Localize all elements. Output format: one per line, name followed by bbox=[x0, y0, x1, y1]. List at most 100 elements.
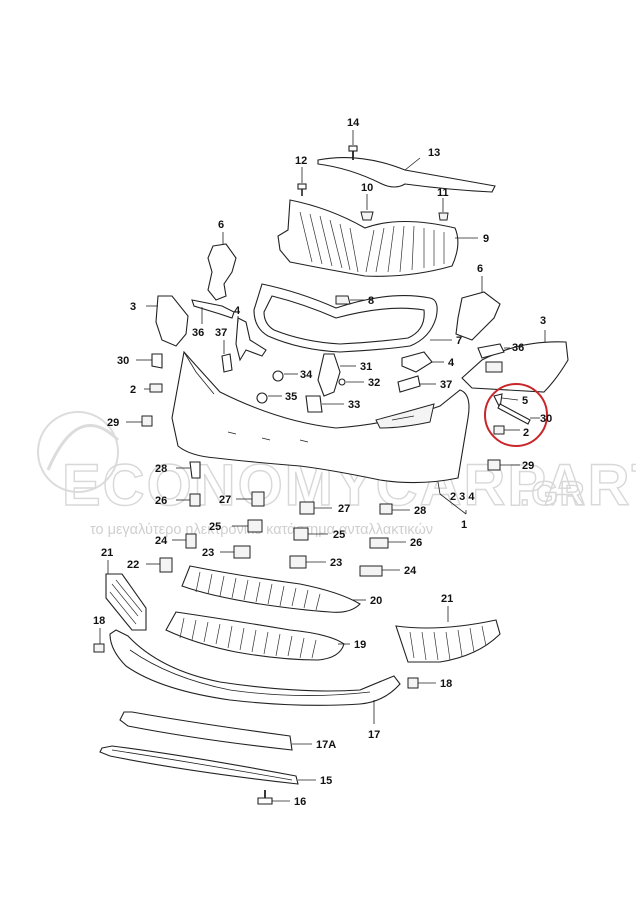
label-28b: 28 bbox=[414, 505, 426, 517]
part-23-left-clip: 23 bbox=[202, 545, 251, 559]
label-9: 9 bbox=[483, 233, 489, 245]
label-2a: 2 bbox=[130, 384, 136, 396]
part-35-clip: 35 bbox=[256, 391, 297, 404]
label-21a: 21 bbox=[101, 547, 113, 559]
label-11: 11 bbox=[437, 187, 449, 199]
part-8-clip: 8 bbox=[335, 295, 374, 307]
part-12-clip: 12 bbox=[295, 155, 307, 196]
label-28a: 28 bbox=[155, 463, 167, 475]
label-36a: 36 bbox=[192, 327, 204, 339]
part-25-right-clip: 25 bbox=[293, 527, 345, 541]
label-27a: 27 bbox=[219, 494, 231, 506]
label-37a: 37 bbox=[215, 327, 227, 339]
label-23a: 23 bbox=[202, 547, 214, 559]
label-36b: 36 bbox=[512, 342, 524, 354]
part-16-screw: 16 bbox=[257, 790, 306, 808]
part-4-left-bracket: 4 bbox=[234, 305, 267, 362]
part-37-left-clip: 37 bbox=[215, 327, 233, 373]
part-2-left-clip: 2 bbox=[130, 383, 163, 396]
part-21-left-fog-grille: 21 bbox=[101, 547, 147, 631]
label-10: 10 bbox=[361, 182, 373, 194]
part-36-left-bracket: 36 bbox=[191, 299, 235, 339]
part-27-right-clip: 27 bbox=[299, 501, 350, 515]
part-17-spoiler: 17 bbox=[109, 629, 401, 741]
part-28-left-clip: 28 bbox=[155, 461, 201, 479]
label-37b: 37 bbox=[440, 379, 452, 391]
part-37-right-clip: 37 bbox=[397, 375, 452, 393]
highlight-circle bbox=[484, 383, 548, 447]
label-30b: 30 bbox=[540, 413, 552, 425]
label-3b: 3 bbox=[540, 315, 546, 327]
label-26a: 26 bbox=[155, 495, 167, 507]
part-27-left-clip: 27 bbox=[219, 491, 265, 507]
part-19-lower-grille: 19 bbox=[165, 611, 366, 661]
label-24b: 24 bbox=[404, 565, 417, 577]
part-32-screw: 32 bbox=[338, 377, 380, 389]
label-4a: 4 bbox=[234, 305, 241, 317]
label-18a: 18 bbox=[93, 615, 105, 627]
part-6-left-bracket: 6 bbox=[207, 219, 237, 301]
watermark-logo-swoosh bbox=[46, 423, 120, 471]
label-21b: 21 bbox=[441, 593, 453, 605]
part-29-right-clip: 29 bbox=[487, 459, 534, 472]
label-32: 32 bbox=[368, 377, 380, 389]
label-34: 34 bbox=[300, 369, 313, 381]
label-31: 31 bbox=[360, 361, 372, 373]
label-5: 5 bbox=[522, 395, 528, 407]
part-33-cap: 33 bbox=[305, 395, 360, 413]
part-18-right-clip: 18 bbox=[407, 677, 452, 690]
label-19: 19 bbox=[354, 639, 366, 651]
highlight-group: 5 30 2 bbox=[484, 383, 552, 447]
label-33: 33 bbox=[348, 399, 360, 411]
label-25b: 25 bbox=[333, 529, 345, 541]
part-15-lower-trim: 15 bbox=[99, 745, 332, 787]
label-16: 16 bbox=[294, 796, 306, 808]
label-12: 12 bbox=[295, 155, 307, 167]
label-3a: 3 bbox=[130, 301, 136, 313]
part-25-left-clip: 25 bbox=[209, 519, 263, 533]
part-3-right-bracket: 3 bbox=[461, 315, 569, 393]
label-7: 7 bbox=[456, 335, 462, 347]
part-11-clip: 11 bbox=[437, 187, 449, 221]
label-13: 13 bbox=[428, 147, 440, 159]
label-22: 22 bbox=[127, 559, 139, 571]
label-1: 1 bbox=[461, 519, 467, 531]
part-23-right-clip: 23 bbox=[289, 555, 342, 569]
label-29a: 29 bbox=[107, 417, 119, 429]
part-9-grille: 9 bbox=[277, 199, 489, 277]
part-20-lower-grille: 20 bbox=[181, 565, 382, 613]
label-25a: 25 bbox=[209, 521, 221, 533]
label-14: 14 bbox=[347, 117, 360, 129]
label-20: 20 bbox=[370, 595, 382, 607]
label-2b: 2 bbox=[523, 427, 529, 439]
label-29b: 29 bbox=[522, 460, 534, 472]
part-24-right-clip: 24 bbox=[359, 565, 417, 577]
part-26-left-clip: 26 bbox=[155, 493, 201, 507]
part-21-right-fog-grille: 21 bbox=[395, 593, 501, 663]
label-6b: 6 bbox=[477, 263, 483, 275]
watermark-logo-ring bbox=[37, 411, 119, 493]
part-4-right-bracket: 4 bbox=[401, 351, 455, 373]
part-29-left-clip: 29 bbox=[107, 415, 153, 429]
label-4b: 4 bbox=[448, 357, 455, 369]
part-26-right-clip: 26 bbox=[369, 537, 422, 549]
part-3-left-bracket: 3 bbox=[130, 295, 189, 347]
part-28-right-clip: 28 bbox=[379, 503, 426, 517]
label-26b: 26 bbox=[410, 537, 422, 549]
part-30-left-clip: 30 bbox=[117, 353, 163, 369]
part-14-screw: 14 bbox=[347, 117, 360, 160]
label-18b: 18 bbox=[440, 678, 452, 690]
label-23b: 23 bbox=[330, 557, 342, 569]
label-17: 17 bbox=[368, 729, 380, 741]
part-6-right-bracket: 6 bbox=[455, 263, 501, 341]
watermark-suffix: .GR bbox=[520, 475, 586, 513]
part-24-left-clip: 24 bbox=[155, 533, 197, 549]
label-30a: 30 bbox=[117, 355, 129, 367]
label-234: 2 3 4 bbox=[450, 491, 475, 503]
part-17a-trim: 17A bbox=[119, 711, 336, 751]
label-15: 15 bbox=[320, 775, 332, 787]
label-27b: 27 bbox=[338, 503, 350, 515]
part-34-clip: 34 bbox=[272, 369, 313, 382]
part-7-grille-frame: 7 bbox=[253, 283, 462, 353]
